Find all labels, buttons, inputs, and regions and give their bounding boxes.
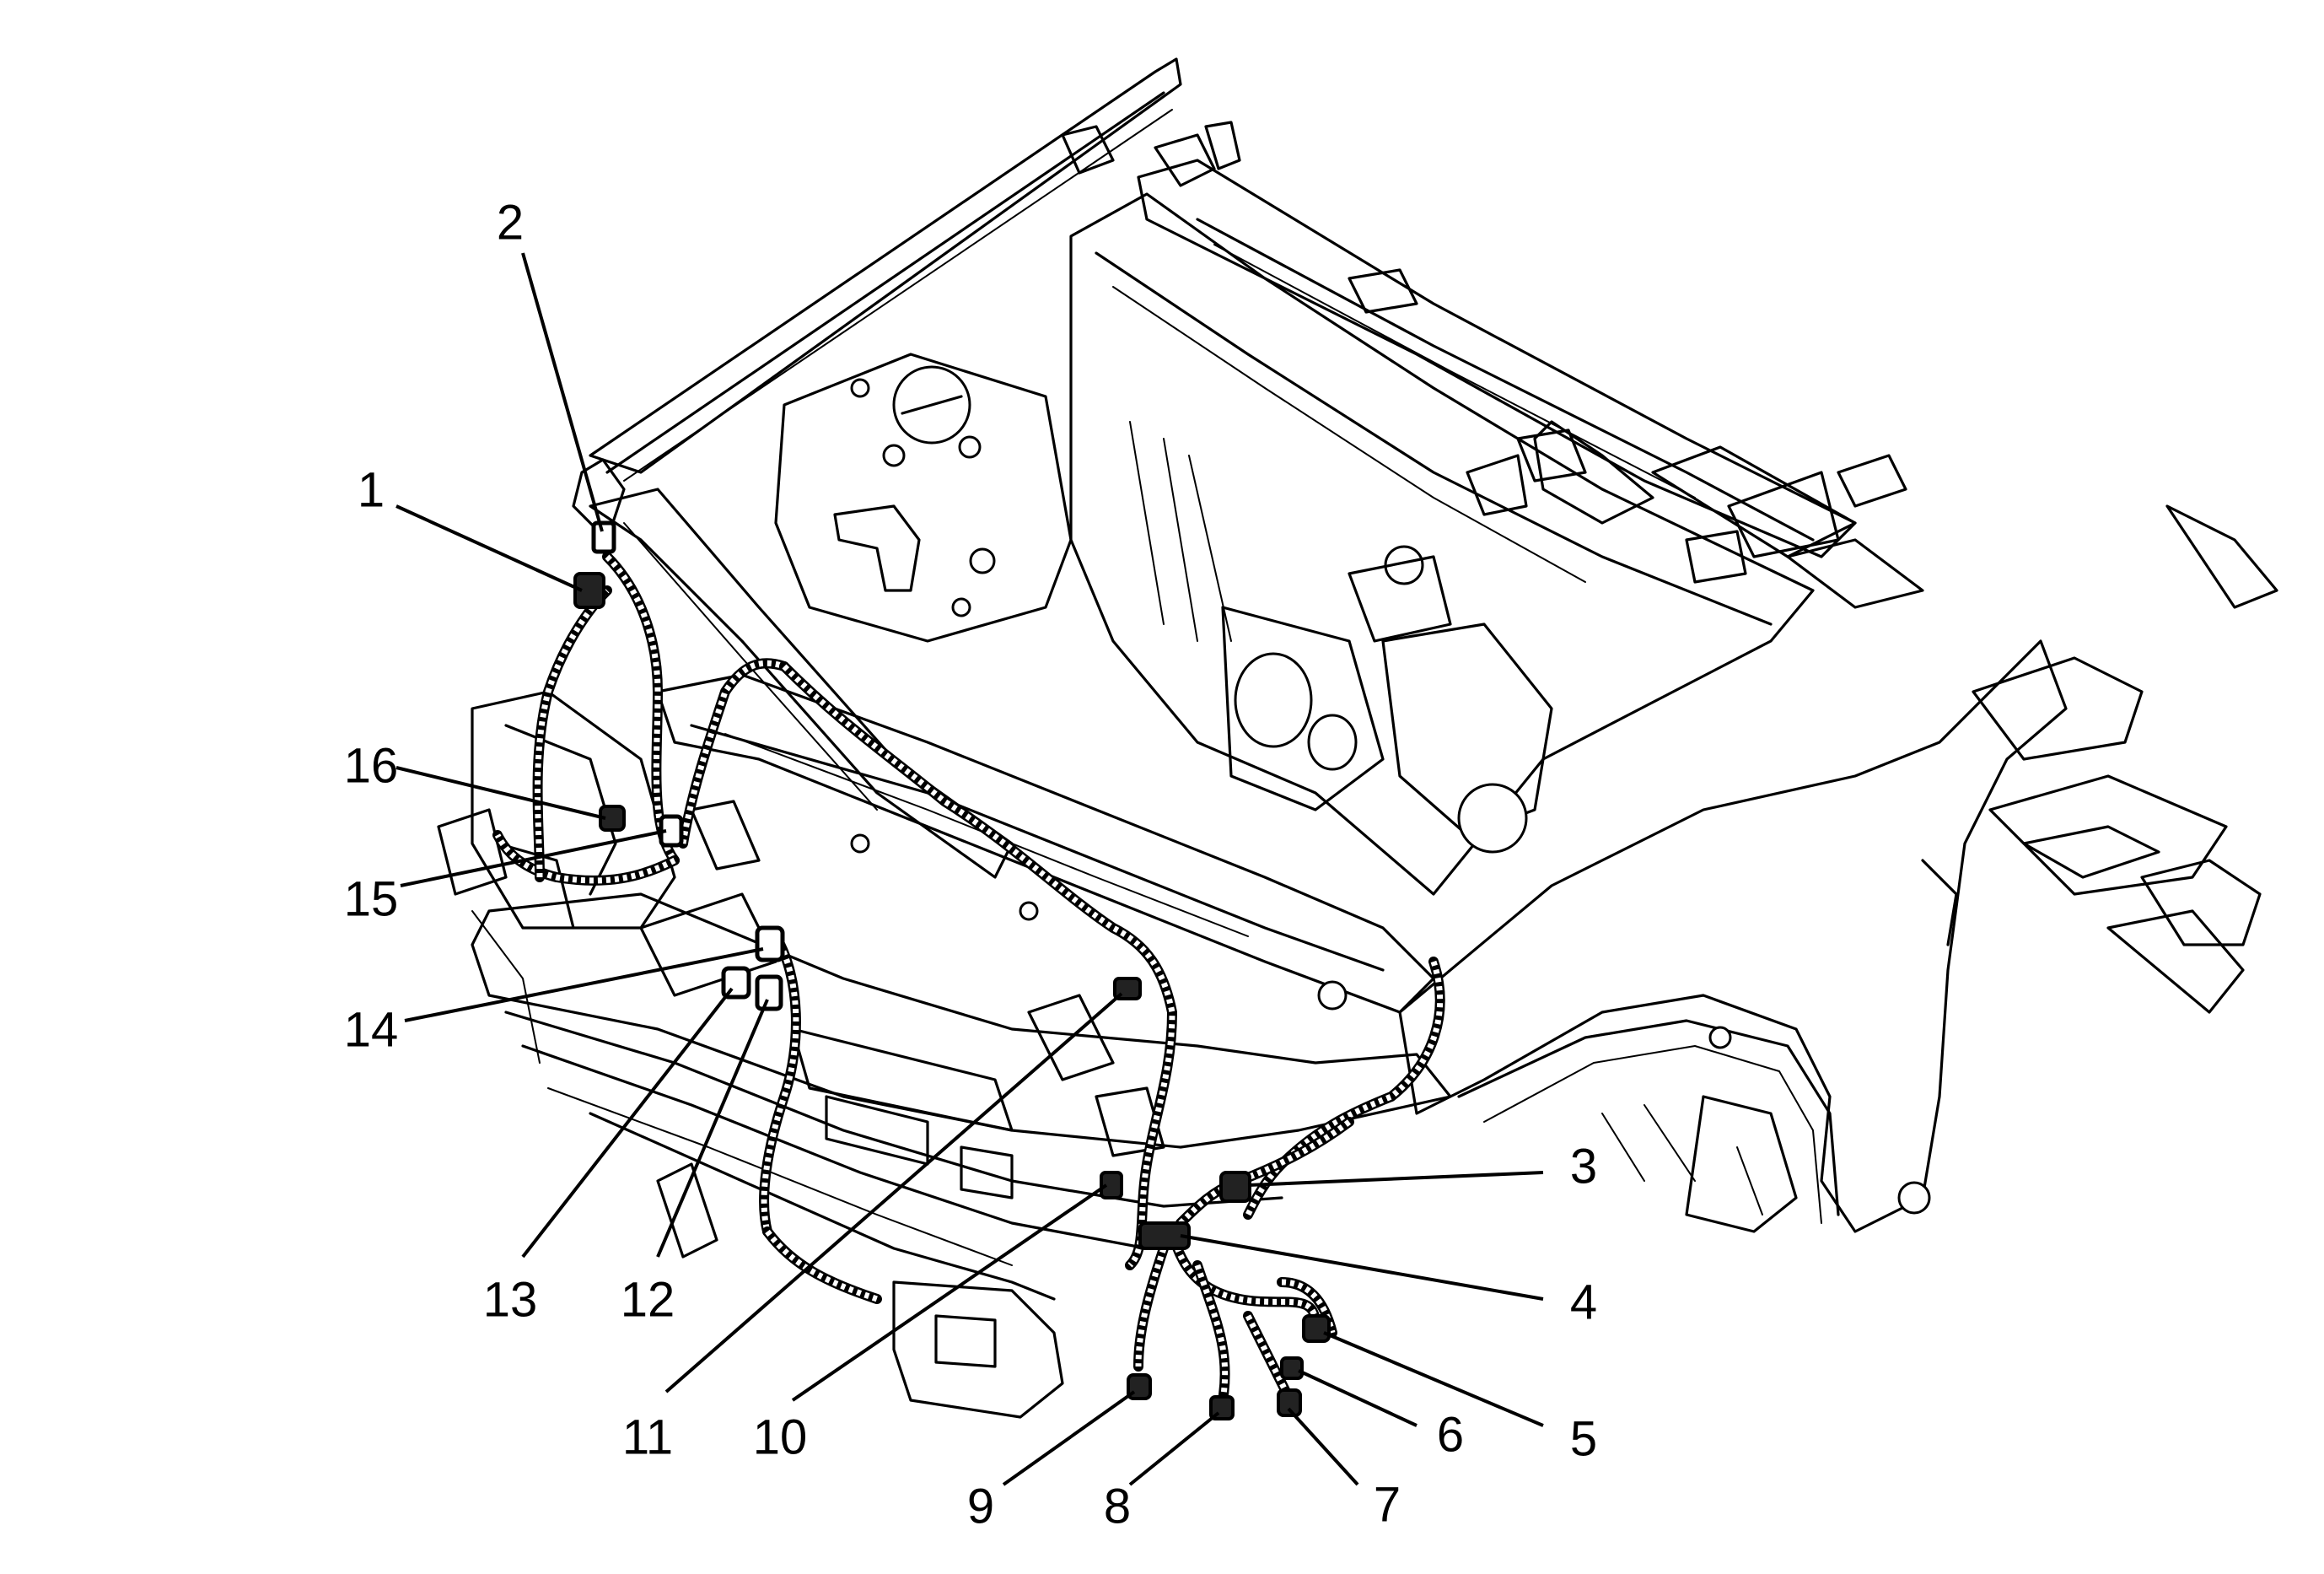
callout-15: 15 <box>344 871 399 926</box>
hood-panel <box>572 57 1241 542</box>
left-frame-rail <box>437 690 777 1064</box>
leader-9 <box>1002 1390 1136 1486</box>
connector-1 <box>573 572 605 609</box>
floor-structure <box>1466 420 2278 1014</box>
leader-3 <box>1247 1171 1544 1187</box>
callout-16: 16 <box>344 738 399 793</box>
callout-5: 5 <box>1570 1411 1597 1466</box>
leader-11 <box>664 992 1123 1393</box>
leader-16 <box>395 766 606 820</box>
callout-9: 9 <box>967 1479 994 1534</box>
connector-2 <box>591 520 616 554</box>
leader-15 <box>400 829 667 887</box>
connector-6 <box>1280 1356 1304 1380</box>
callout-10: 10 <box>753 1410 808 1464</box>
leader-lines <box>395 252 1544 1486</box>
leader-10 <box>791 1183 1108 1402</box>
callout-8: 8 <box>1104 1479 1131 1534</box>
leader-8 <box>1128 1411 1220 1486</box>
cowl-panel <box>1137 159 1857 584</box>
leader-2 <box>521 252 604 532</box>
connector-10 <box>1100 1171 1123 1199</box>
leader-14 <box>404 947 764 1022</box>
callout-1: 1 <box>358 462 385 517</box>
wiring-harness <box>492 552 1445 1405</box>
callout-4: 4 <box>1570 1275 1597 1329</box>
callout-2: 2 <box>497 195 524 250</box>
connector-5 <box>1302 1314 1331 1343</box>
right-fender <box>1398 639 2068 1233</box>
callout-3: 3 <box>1570 1139 1597 1194</box>
leader-5 <box>1323 1331 1544 1427</box>
callout-14: 14 <box>344 1002 399 1057</box>
callout-labels: 1 2 3 4 5 6 7 8 9 10 11 12 13 14 15 16 <box>344 195 1597 1534</box>
leader-4 <box>1180 1234 1544 1301</box>
leader-12 <box>656 999 769 1258</box>
vehicle-front-structure <box>437 57 2278 1419</box>
leader-6 <box>1298 1369 1418 1427</box>
left-upper-apron <box>589 488 1014 879</box>
leader-7 <box>1287 1407 1359 1486</box>
connector-12 <box>755 974 783 1011</box>
leader-13 <box>521 987 734 1259</box>
callout-13: 13 <box>483 1272 538 1327</box>
connector-14 <box>755 925 785 962</box>
left-strut-tower <box>774 353 1073 643</box>
connector-3 <box>1219 1171 1251 1203</box>
callout-7: 7 <box>1374 1477 1401 1532</box>
callout-12: 12 <box>621 1272 675 1327</box>
callout-11: 11 <box>622 1410 673 1464</box>
connector-7 <box>1277 1388 1302 1417</box>
connectors <box>573 520 1331 1420</box>
leader-1 <box>395 504 583 592</box>
firewall-panel <box>1069 192 1815 896</box>
callout-6: 6 <box>1437 1407 1464 1462</box>
